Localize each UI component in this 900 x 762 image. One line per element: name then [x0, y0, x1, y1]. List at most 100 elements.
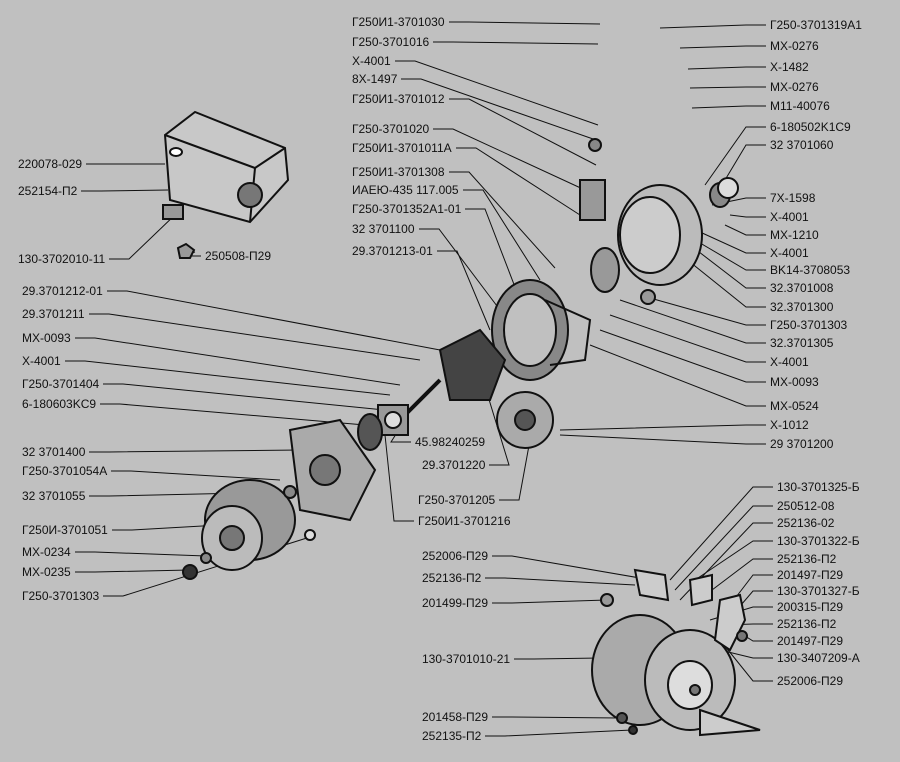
leader-line — [719, 639, 773, 682]
leader-line — [711, 558, 773, 591]
leader-line — [75, 337, 401, 386]
pulley — [182, 479, 316, 580]
leader-line — [384, 434, 414, 522]
part-label: M11-40076 — [770, 99, 830, 113]
part-label: 32.3701300 — [770, 300, 834, 314]
part-label: X-4001 — [770, 355, 809, 369]
part-label: X-4001 — [770, 246, 809, 260]
part-label: Г250И1-3701030 — [352, 15, 445, 29]
leader-line — [433, 128, 586, 191]
part-label: 32 3701055 — [22, 489, 86, 503]
part-label: 32.3701305 — [770, 336, 834, 350]
part-label: BK14-3708053 — [770, 263, 851, 277]
leader-line — [649, 297, 766, 326]
leader-line — [395, 60, 599, 126]
leader-line — [492, 716, 621, 719]
part-label: 250508-П29 — [205, 249, 272, 263]
part-label: 29.3701213-01 — [352, 244, 433, 258]
part-label: Г250-3701205 — [418, 493, 496, 507]
leader-line — [499, 439, 531, 501]
part-label: MX-1210 — [770, 228, 819, 242]
part-label: 200315-П29 — [777, 600, 844, 614]
stator — [491, 279, 592, 381]
leader-line — [492, 555, 641, 579]
leader-line — [589, 344, 766, 407]
leader-line — [103, 383, 386, 411]
part-label: 252136-П2 — [777, 552, 837, 566]
leader-line — [514, 657, 601, 660]
leader-line — [449, 21, 601, 25]
part-label: MX-0235 — [22, 565, 71, 579]
part-label: ИАЕЮ-435 117.005 — [352, 183, 459, 197]
part-label: Г250И1-3701308 — [352, 165, 445, 179]
part-label: 29.3701212-01 — [22, 284, 103, 298]
leader-line — [659, 24, 766, 29]
leader-line — [89, 313, 421, 361]
leader-line — [433, 41, 599, 45]
part-label: Г250-3701404 — [22, 377, 100, 391]
part-label: 201499-П29 — [422, 596, 489, 610]
leader-line — [694, 540, 773, 581]
leader-line — [463, 189, 541, 281]
part-label: 7X-1598 — [770, 191, 816, 205]
alternator-rear-cover — [579, 138, 739, 305]
part-label: 32 3701060 — [770, 138, 834, 152]
part-label: 130-3701010-21 — [422, 652, 511, 666]
leader-line — [109, 211, 179, 260]
part-label: MX-0234 — [22, 545, 71, 559]
part-label: 32 3701100 — [352, 222, 415, 236]
part-label: 220078-029 — [18, 157, 83, 171]
part-label: 45.98240259 — [415, 435, 486, 449]
leader-line — [479, 369, 510, 466]
part-label: MX-0524 — [770, 399, 819, 413]
leader-line — [694, 239, 766, 271]
part-label: Г250-3701303 — [22, 589, 100, 603]
part-label: 8X-1497 — [352, 72, 398, 86]
leader-line — [721, 144, 766, 186]
leader-line — [609, 314, 766, 363]
leader-line — [492, 599, 608, 604]
leader-lines — [65, 21, 773, 737]
leader-line — [729, 214, 766, 218]
leader-line — [75, 569, 191, 573]
part-label: MX-0093 — [770, 375, 819, 389]
leader-line — [111, 470, 281, 481]
part-label: 252136-П2 — [777, 617, 837, 631]
leader-line — [691, 105, 766, 109]
part-label: Г250И1-3701012 — [352, 92, 445, 106]
part-label: 29.3701220 — [422, 458, 486, 472]
part-label: 252136-02 — [777, 516, 835, 530]
rotor — [398, 328, 554, 449]
part-label: Г250-3701016 — [352, 35, 430, 49]
leader-line — [559, 434, 766, 445]
leader-line — [456, 147, 581, 216]
bearing-and-front-cover — [288, 404, 409, 522]
leader-line — [485, 729, 633, 737]
leader-line — [719, 649, 773, 659]
leader-line — [465, 208, 521, 301]
part-label: 29 3701200 — [770, 437, 834, 451]
part-label: 250512-08 — [777, 499, 835, 513]
leader-line — [81, 189, 169, 192]
part-label: 29.3701211 — [22, 307, 85, 321]
leader-line — [599, 329, 766, 383]
part-label: 32 3701400 — [22, 445, 86, 459]
leader-line — [674, 249, 766, 308]
part-label: Г250-3701054А — [22, 464, 108, 478]
part-label: 252006-П29 — [777, 674, 844, 688]
part-label: X-1012 — [770, 418, 809, 432]
part-label: Г250-3701352А1-01 — [352, 202, 462, 216]
part-label: 130-3701327-Б — [777, 584, 860, 598]
voltage-regulator — [162, 110, 290, 259]
leader-line — [679, 522, 773, 601]
part-label: 6-180502K1C9 — [770, 120, 851, 134]
part-label: Г250-3701303 — [770, 318, 848, 332]
leader-line — [65, 360, 391, 396]
leader-line — [107, 290, 441, 351]
part-label: 252135-П2 — [422, 729, 482, 743]
leader-line — [419, 228, 501, 311]
leader-line — [674, 505, 773, 591]
leader-line — [704, 126, 766, 186]
part-label: Г250-3701319А1 — [770, 18, 862, 32]
